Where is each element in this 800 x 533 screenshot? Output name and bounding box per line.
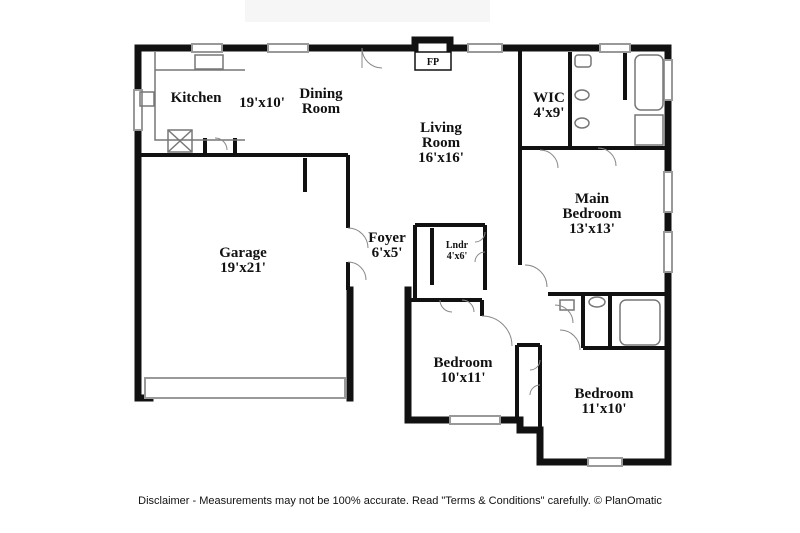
dining-dim: 19'x10' [239,95,285,111]
garage-dim: 19'x21' [220,260,266,276]
living-label-2: Room [422,135,461,151]
foyer-dim: 6'x5' [372,245,403,261]
disclaimer-text: Disclaimer - Measurements may not be 100… [138,495,662,507]
living-dim: 16'x16' [418,150,464,166]
kitchen-label: Kitchen [171,90,222,106]
fireplace-box [414,51,452,71]
living-label-1: Living [420,120,462,136]
bath-fixtures [559,54,664,346]
bedroom3-label: Bedroom [575,386,634,402]
kitchen-counters [139,52,245,153]
bedroom2-dim: 10'x11' [440,370,485,386]
wic-label: WIC [533,90,565,106]
bedroom3-dim: 11'x10' [581,401,626,417]
laundry-label: Lndr [446,240,469,251]
dining-label-1: Dining [299,86,343,102]
bedroom2-label: Bedroom [434,355,493,371]
foyer-label: Foyer [368,230,406,246]
fireplace-label: FP [427,57,439,68]
main-bedroom-label-1: Main [575,191,610,207]
main-bedroom-dim: 13'x13' [569,221,615,237]
dining-label-2: Room [302,101,341,117]
interior-walls [138,48,665,430]
wic-dim: 4'x9' [534,105,565,121]
laundry-dim: 4'x6' [447,251,468,262]
main-bedroom-label-2: Bedroom [563,206,622,222]
header-band [245,0,490,22]
door-swings [214,47,617,396]
garage-label: Garage [219,245,267,261]
windows [133,43,673,467]
